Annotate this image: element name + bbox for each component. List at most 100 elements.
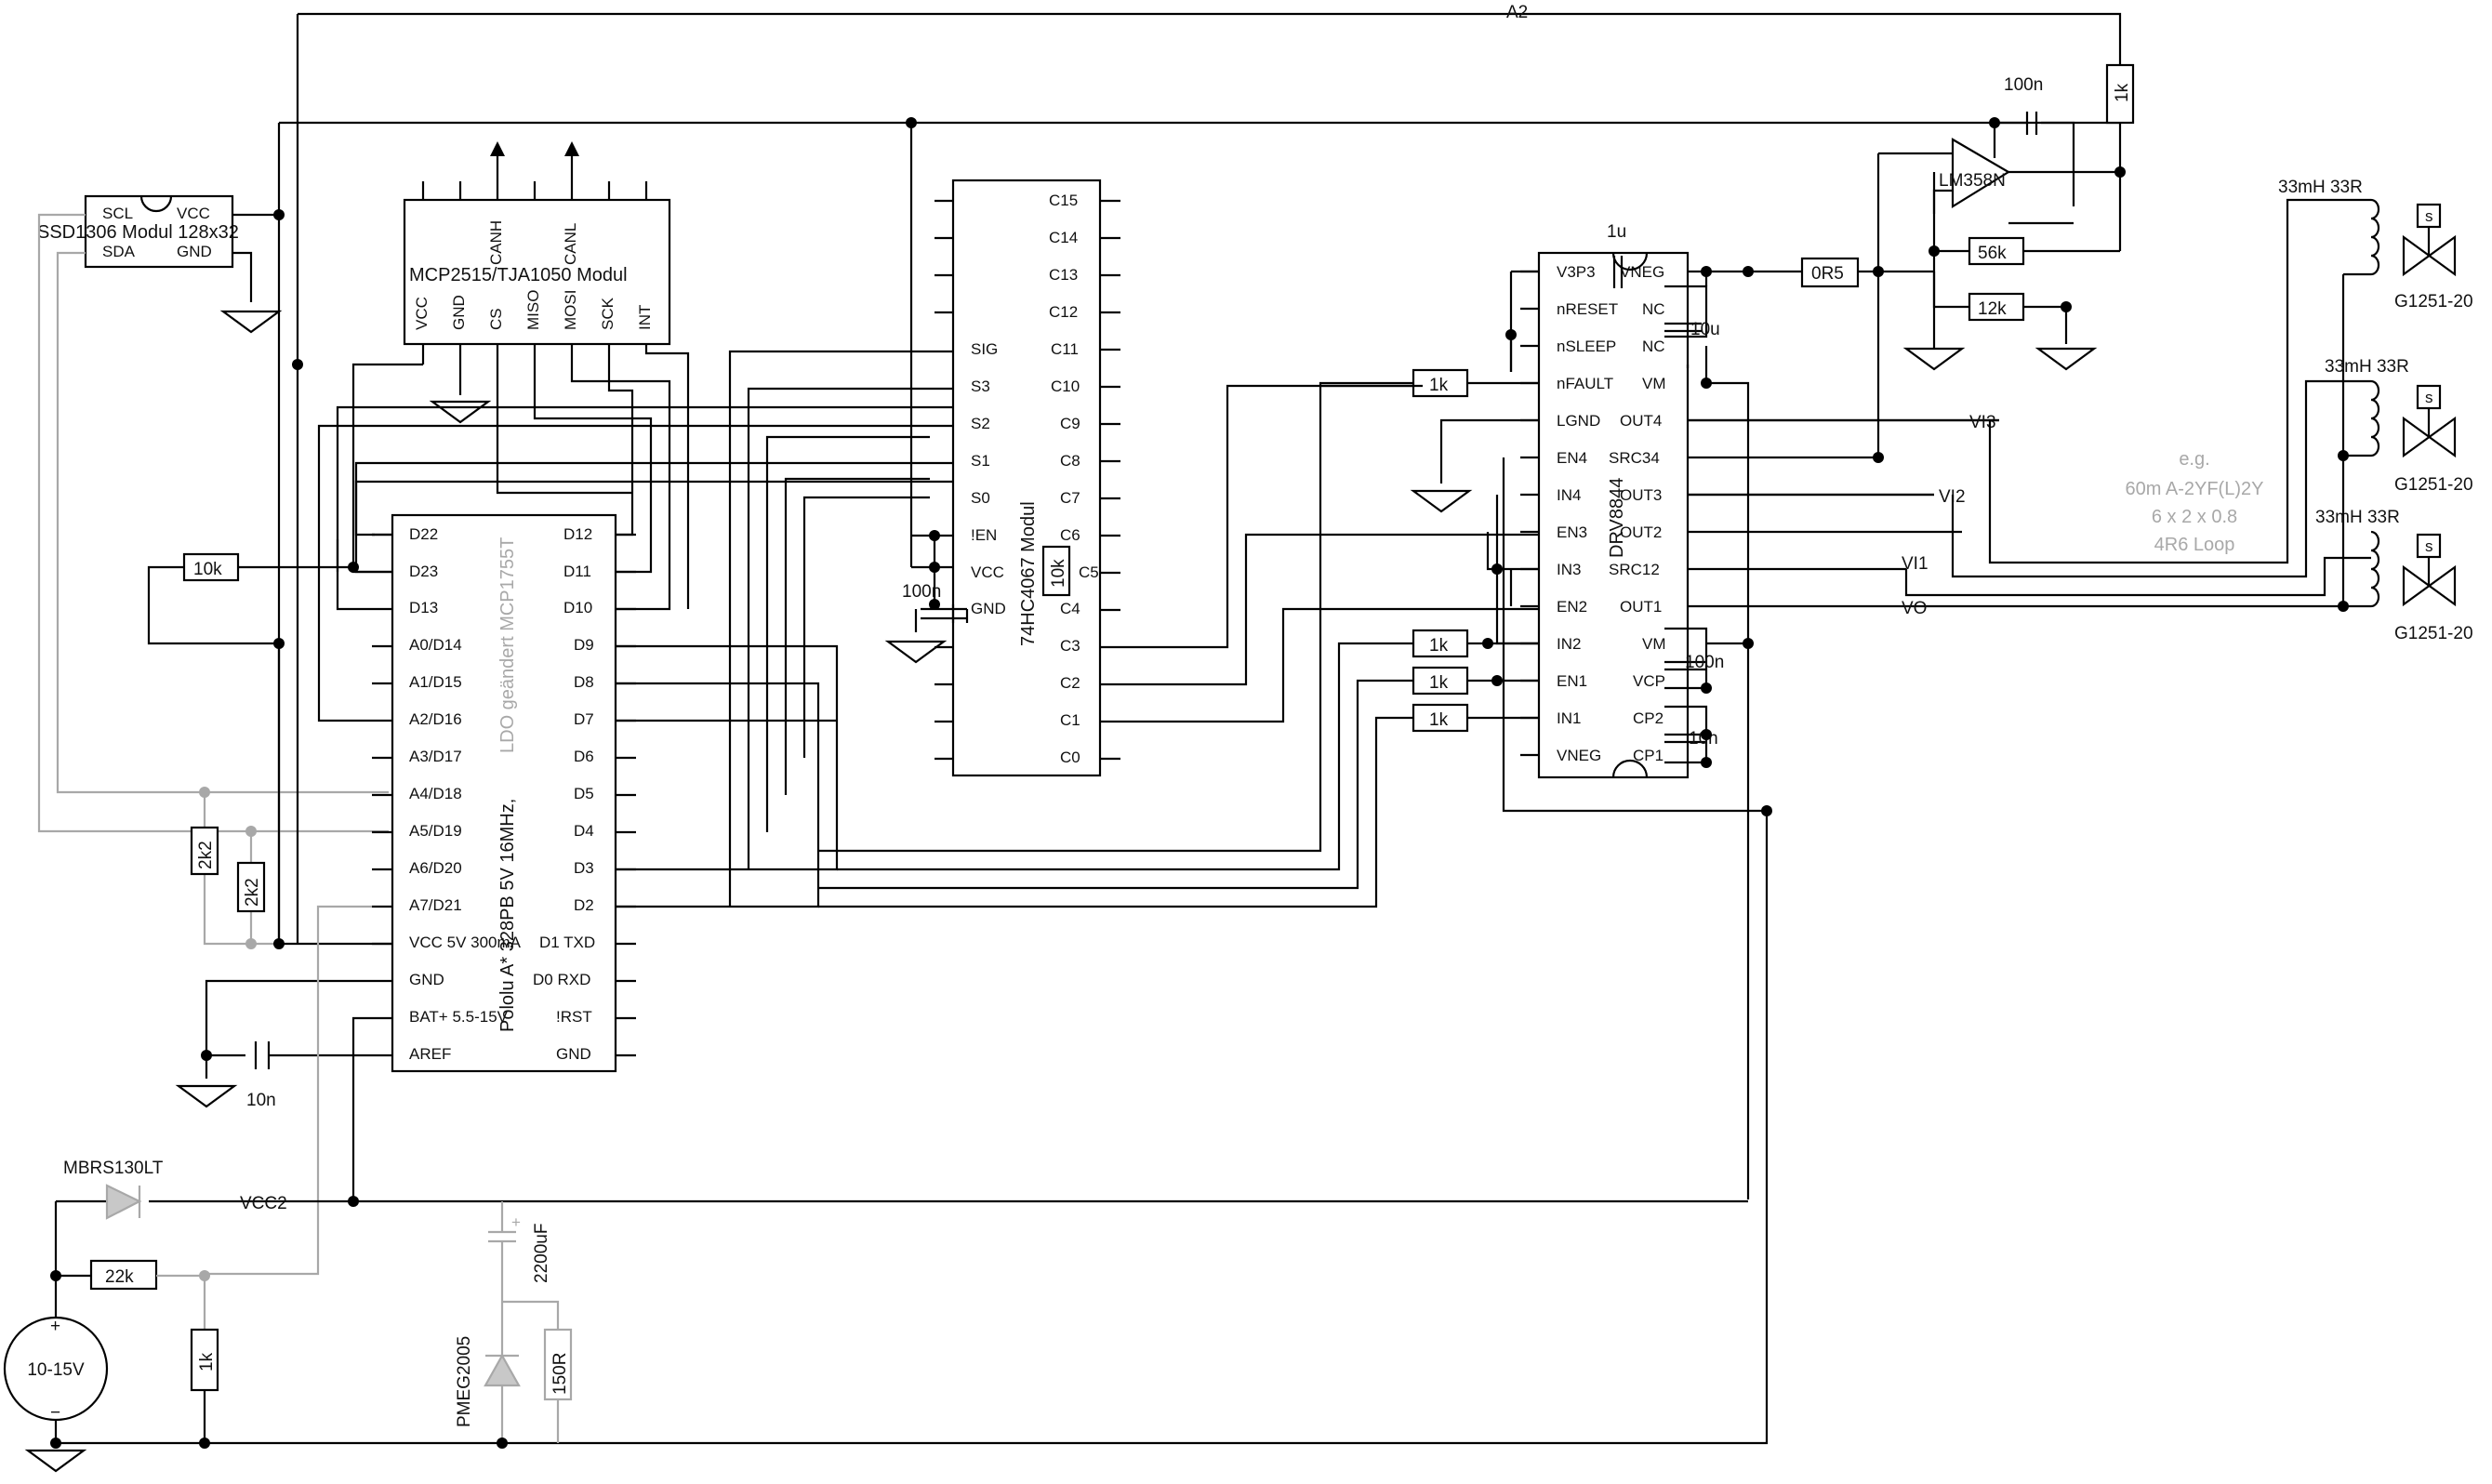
ssd-pin-vcc: VCC: [177, 205, 210, 222]
valve3-label: G1251-20: [2394, 624, 2473, 643]
drv-pin-out4: OUT4: [1620, 412, 1662, 430]
r-2k2-a-label: 2k2: [196, 841, 216, 869]
supply-minus: −: [50, 1403, 60, 1423]
r-150r-label: 150R: [550, 1353, 570, 1395]
pololu-pin-d2: D2: [574, 896, 594, 914]
drv-pin-en2: EN2: [1557, 598, 1587, 616]
mcp-pin-int: INT: [636, 305, 654, 330]
pololu-pin-a6: A6/D20: [409, 859, 462, 877]
valve3-mark: s: [2425, 537, 2433, 555]
c-100n-vcp-label: 100n: [1685, 653, 1724, 672]
pololu-pin-d11: D11: [563, 563, 591, 580]
valve2-label: G1251-20: [2394, 475, 2473, 495]
mcp-pin-miso: MISO: [524, 290, 542, 330]
mux-pin-s1: S1: [971, 452, 990, 470]
pololu-pin-d23: D23: [409, 563, 438, 580]
c-10u-label: 10u: [1690, 320, 1720, 339]
ssd-pin-gnd: GND: [177, 243, 212, 260]
drv-pin-lgnd: LGND: [1557, 412, 1600, 430]
opamp-label: LM358N: [1939, 171, 2006, 191]
mcp-pin-sck: SCK: [599, 297, 616, 330]
pololu-pin-a7: A7/D21: [409, 896, 462, 914]
cable-note-4: 4R6 Loop: [2154, 535, 2235, 555]
pololu-ldo-note: LDO geändert MCP1755T: [497, 537, 518, 753]
supply-label: 10-15V: [27, 1360, 85, 1380]
drv-pin-in1: IN1: [1557, 709, 1581, 727]
cable-note-3: 6 x 2 x 0.8: [2152, 507, 2237, 527]
mcp2515-title: MCP2515/TJA1050 Modul: [409, 265, 628, 285]
drv-pin-nc1: NC: [1642, 300, 1665, 318]
mux-pin-c0: C0: [1060, 749, 1080, 766]
r-1k-in2-label: 1k: [1429, 636, 1449, 656]
mcp-pin-vcc: VCC: [413, 297, 431, 330]
drv-pin-cp1: CP1: [1633, 747, 1664, 764]
drv-pin-nsleep: nSLEEP: [1557, 338, 1616, 355]
coil1-label: 33mH 33R: [2278, 178, 2363, 197]
drv-pin-nfault: nFAULT: [1557, 375, 1613, 392]
pololu-pin-d6: D6: [574, 748, 594, 765]
i2c-pullups: 2k2 2k2: [190, 792, 279, 946]
mux-pin-c14: C14: [1049, 229, 1078, 246]
mux-pin-gnd: GND: [971, 600, 1006, 617]
r-1k-fault-label: 1k: [1429, 376, 1449, 395]
mux-pin-c4: C4: [1060, 600, 1080, 617]
supply-plus: +: [50, 1317, 60, 1336]
mux-pin-c6: C6: [1060, 526, 1080, 544]
diode-mbrs-label: MBRS130LT: [63, 1159, 164, 1178]
pololu-pin-a5: A5/D19: [409, 822, 462, 840]
mux-pin-c15: C15: [1049, 192, 1078, 209]
c-2200-plus: +: [511, 1213, 521, 1231]
net-vo-label: VO: [1902, 599, 1927, 618]
mcp-pin-canh: CANH: [487, 220, 505, 265]
drv-pin-out2: OUT2: [1620, 523, 1662, 541]
pololu-pin-a0: A0/D14: [409, 636, 462, 654]
coil3-label: 33mH 33R: [2315, 508, 2400, 527]
coil-1: 33mH 33R: [2278, 178, 2380, 276]
r-1k-a2-label: 1k: [2113, 83, 2132, 102]
mcp-pins: VCC GND CS MISO MOSI SCK INT CANH CANL: [413, 220, 654, 330]
drv-pin-in3: IN3: [1557, 561, 1581, 578]
drv-pin-out1: OUT1: [1620, 598, 1662, 616]
r-0r5-label: 0R5: [1811, 264, 1844, 284]
drv-pin-en4: EN4: [1557, 449, 1587, 467]
pololu-pin-d7: D7: [574, 710, 594, 728]
pololu-pin-d22: D22: [409, 525, 438, 543]
junctions: [50, 117, 2349, 1449]
pololu-pin-d1: D1 TXD: [539, 934, 595, 951]
mux-pin-s3: S3: [971, 378, 990, 395]
diode-pmeg-label: PMEG2005: [455, 1336, 474, 1427]
pololu-pin-d12: D12: [563, 525, 592, 543]
valve2-mark: s: [2425, 389, 2433, 406]
pololu-pin-d13: D13: [409, 599, 438, 616]
coil-2: 33mH 33R: [2325, 357, 2409, 457]
mux-pin-vcc: VCC: [971, 563, 1004, 581]
cable-note: e.g. 60m A-2YF(L)2Y 6 x 2 x 0.8 4R6 Loop: [2126, 449, 2264, 555]
drv-input-resistors: 1k 1k 1k 1k: [818, 368, 1539, 908]
net-vi3-label: VI3: [1969, 413, 1996, 432]
pololu-pin-d3: D3: [574, 859, 594, 877]
net-vi1-label: VI1: [1902, 554, 1929, 574]
drv-pin-src34: SRC34: [1609, 449, 1660, 467]
pololu-pin-vcc: VCC 5V 300mA: [409, 934, 522, 951]
pololu-pin-a2: A2/D16: [409, 710, 462, 728]
current-sense: 0R5 LM358N 100n 1k 56k 12k: [1800, 63, 2135, 457]
drv8844: DRV8844 V3P3 nRESET nSLEEP nFAULT LGND E…: [1410, 222, 2343, 1199]
c-2200-label: 2200uF: [532, 1224, 551, 1283]
r-10k-mux-label: 10k: [1049, 559, 1068, 588]
ssd-pin-scl: SCL: [102, 205, 133, 222]
r-10k-d23: 10k: [147, 552, 353, 645]
mux-pin-s0: S0: [971, 489, 990, 507]
r-1k-en1-label: 1k: [1429, 673, 1449, 693]
valve-3: s G1251-20: [2394, 533, 2473, 643]
mux-pin-c11: C11: [1051, 340, 1079, 358]
drv-pin-vm1: VM: [1642, 375, 1666, 392]
c-100n-opamp-label: 100n: [2004, 75, 2043, 95]
mcp-pin-canl: CANL: [562, 223, 579, 265]
pololu-pin-gnd-r: GND: [556, 1045, 591, 1063]
mux-title: 74HC4067 Modul: [1018, 501, 1039, 646]
ssd1306-title: SSD1306 Modul 128x32: [37, 222, 239, 243]
net-vcc2-label: VCC2: [240, 1194, 287, 1213]
valve-2: s G1251-20: [2394, 384, 2473, 495]
pololu-pin-d5: D5: [574, 785, 594, 802]
